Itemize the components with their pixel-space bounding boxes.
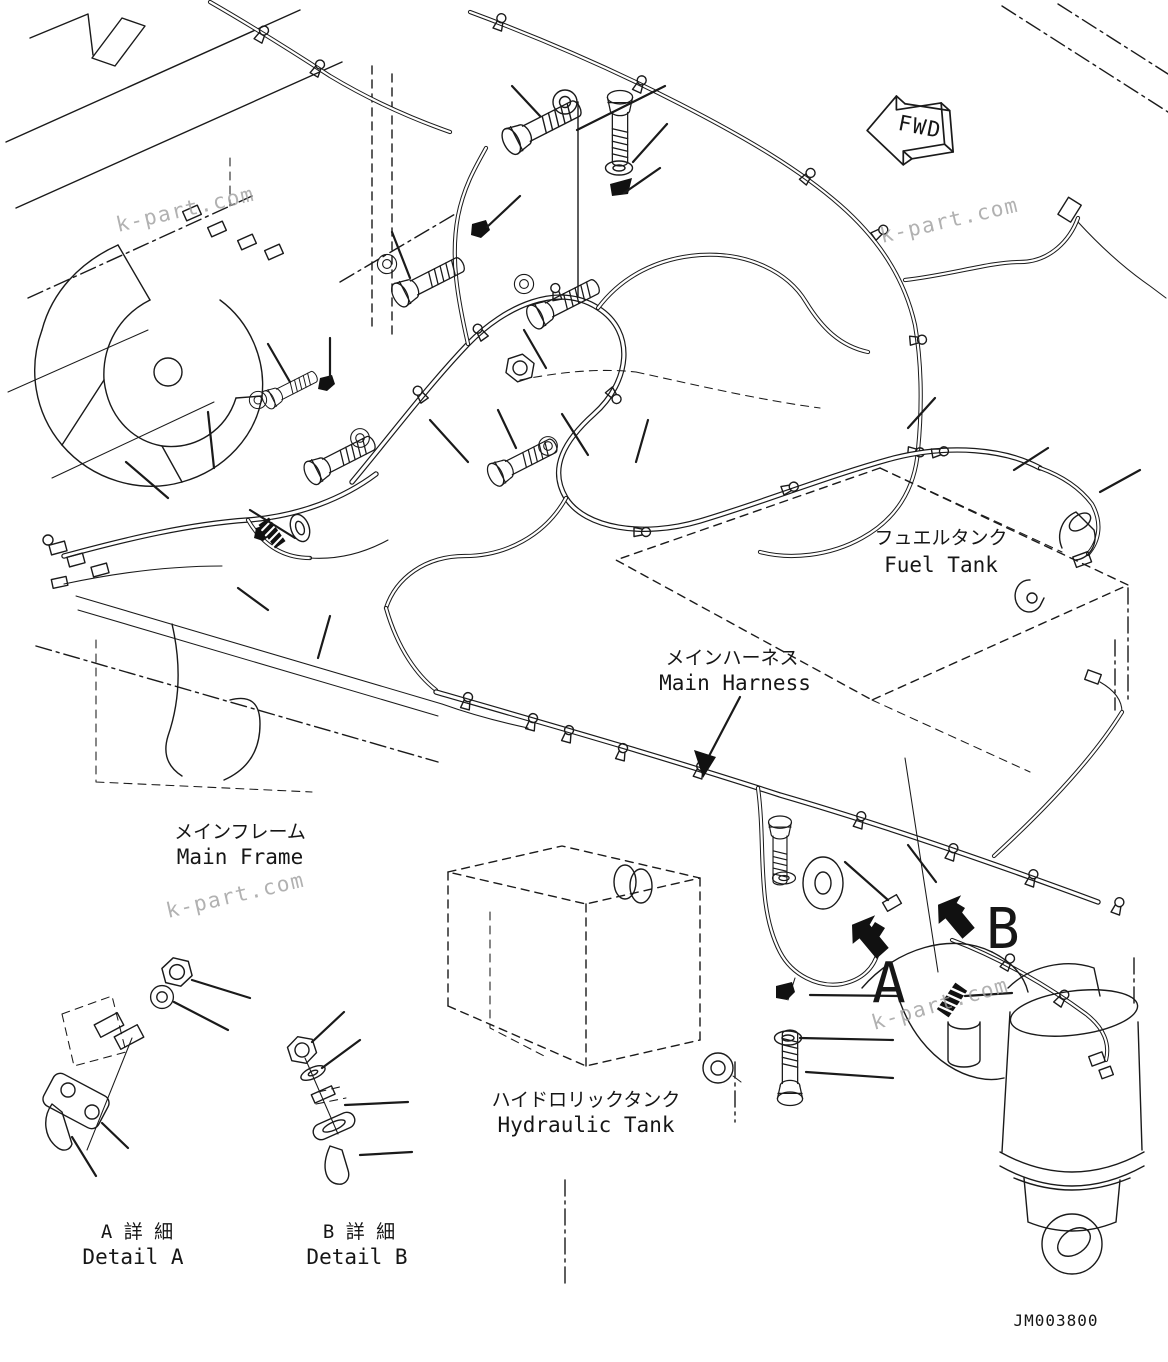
label-detail-b-en: Detail B	[306, 1245, 407, 1269]
label-main-frame-jp: メインフレーム	[174, 821, 306, 843]
label-main-harness-en: Main Harness	[659, 671, 811, 695]
detail-a-arrow-icon	[852, 915, 889, 959]
harness-clamp-icon	[1110, 895, 1126, 916]
detail-a-exploded-view	[42, 953, 252, 1178]
callout-a: A	[872, 951, 906, 1016]
fasteners-group	[248, 89, 969, 1107]
washer-icon	[149, 984, 175, 1010]
bolt-icon	[606, 89, 634, 167]
label-detail-a-en: Detail A	[82, 1245, 184, 1269]
washer-icon	[350, 428, 370, 448]
watermark-mid-left: k-part.com	[164, 868, 307, 923]
main-frame-drawing	[35, 595, 529, 793]
main-harness-pointer-arrow	[694, 695, 742, 778]
detail-b-exploded-view	[284, 1010, 414, 1185]
fuel-tank-outline	[615, 3, 1168, 859]
label-hydraulic-tank-jp: ハイドロリックタンク	[492, 1089, 681, 1111]
nut-icon	[159, 953, 195, 991]
label-hydraulic-tank-en: Hydraulic Tank	[497, 1113, 674, 1137]
central-harness-drawing	[318, 145, 1101, 693]
washer-icon	[513, 273, 535, 295]
watermark-top-right: k-part.com	[878, 193, 1021, 248]
label-detail-a-jp: A 詳 細	[101, 1221, 173, 1243]
label-main-harness-jp: メインハーネス	[665, 647, 798, 669]
engine-harness-drawing	[42, 471, 389, 590]
u-bolt	[324, 1145, 350, 1185]
nut-icon	[504, 351, 536, 385]
main-harness-drawing	[433, 689, 1126, 1080]
label-fuel-tank-en: Fuel Tank	[884, 553, 998, 577]
label-detail-b-jp: B 詳 細	[323, 1221, 395, 1243]
bolt-icon	[258, 366, 322, 412]
hydraulic-tank-outline	[447, 845, 844, 1286]
washer-icon	[376, 253, 398, 275]
washer-icon	[771, 871, 797, 885]
watermark-top-left: k-part.com	[114, 182, 257, 237]
washer-icon	[604, 160, 634, 176]
bolt-icon	[497, 93, 587, 159]
bolt-icon	[767, 815, 793, 886]
u-bolt	[45, 1103, 73, 1151]
callout-b: B	[986, 897, 1020, 962]
label-fuel-tank-jp: フュエルタンク	[874, 527, 1007, 549]
harness-band-clamp	[471, 220, 490, 238]
cooling-fan-drawing	[34, 244, 264, 487]
detail-b-arrow-icon	[938, 895, 975, 939]
washer-icon	[248, 390, 268, 410]
harness-band-clamp	[318, 375, 335, 391]
upper-harness-drawing	[207, 0, 1167, 558]
nut-icon	[284, 1031, 320, 1069]
label-main-frame-en: Main Frame	[177, 845, 303, 869]
engine-block-drawing	[5, 9, 579, 479]
drawing-number: JM003800	[1013, 1311, 1098, 1330]
suspension-cylinder-drawing	[861, 942, 1145, 1275]
washer-icon	[552, 89, 578, 115]
leader-lines	[124, 84, 1142, 1080]
labels-group: フュエルタンク Fuel Tank メインハーネス Main Harness メ…	[82, 527, 1098, 1330]
spacer-block	[610, 178, 632, 196]
fwd-arrow-icon: FWD	[866, 95, 955, 166]
fwd-label: FWD	[896, 111, 944, 144]
